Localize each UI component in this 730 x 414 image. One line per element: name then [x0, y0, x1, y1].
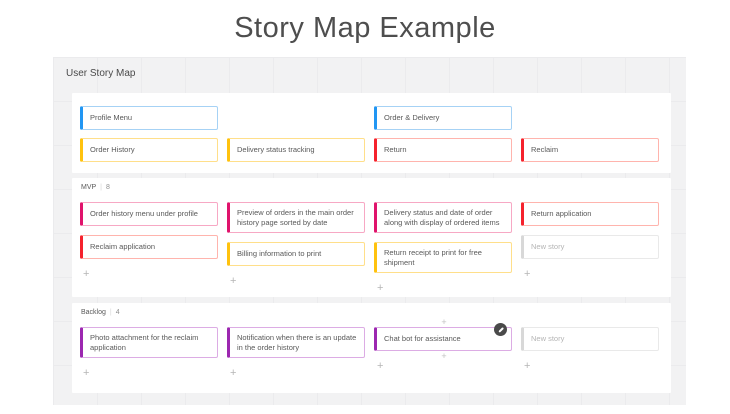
- add-story-button[interactable]: +: [83, 268, 90, 280]
- board-title: User Story Map: [66, 68, 136, 79]
- card-label: Profile Menu: [90, 113, 133, 123]
- release-card-count: 4: [115, 309, 120, 316]
- add-story-button[interactable]: +: [377, 360, 384, 372]
- card-label: Chat bot for assistance: [384, 334, 461, 344]
- step-card[interactable]: Delivery status tracking: [227, 138, 365, 162]
- card-label: Return receipt to print for free shipmen…: [384, 248, 482, 267]
- release-panel-backlog: Backlog | 4 Photo attachment for the rec…: [72, 303, 671, 393]
- release-name: MVP: [81, 184, 97, 191]
- card-label: Billing information to print: [237, 249, 322, 259]
- add-story-button[interactable]: +: [83, 367, 90, 379]
- card-label: Preview of orders in the main order hist…: [237, 208, 354, 227]
- activity-card[interactable]: Order & Delivery: [374, 106, 512, 130]
- label-separator: |: [109, 309, 112, 316]
- card-label: Delivery status and date of order along …: [384, 208, 500, 227]
- story-column: Chat bot for assistance + + +: [374, 318, 512, 372]
- add-story-button[interactable]: +: [524, 268, 531, 280]
- add-story-button[interactable]: +: [230, 275, 237, 287]
- card-label: Order & Delivery: [384, 113, 440, 123]
- release-label-backlog: Backlog | 4: [81, 309, 120, 316]
- card-label: Notification when there is an update in …: [237, 333, 357, 352]
- story-card[interactable]: Return application: [521, 202, 659, 226]
- step-card[interactable]: Order History: [80, 138, 218, 162]
- story-card[interactable]: Photo attachment for the reclaim applica…: [80, 327, 218, 358]
- story-column: Preview of orders in the main order hist…: [227, 202, 365, 287]
- add-story-button[interactable]: +: [230, 367, 237, 379]
- story-card[interactable]: Order history menu under profile: [80, 202, 218, 226]
- page-title: Story Map Example: [234, 12, 496, 44]
- insert-below-icon[interactable]: +: [441, 351, 447, 361]
- add-story-button[interactable]: +: [524, 360, 531, 372]
- activity-card[interactable]: Profile Menu: [80, 106, 218, 130]
- release-panel-mvp: MVP | 8 Order history menu under profile…: [72, 178, 671, 297]
- release-name: Backlog: [81, 309, 106, 316]
- step-card[interactable]: Return: [374, 138, 512, 162]
- card-label: Photo attachment for the reclaim applica…: [90, 333, 199, 352]
- card-label: Return application: [531, 209, 592, 219]
- story-card[interactable]: Billing information to print: [227, 242, 365, 266]
- new-story-card[interactable]: New story: [521, 327, 659, 351]
- story-column: Delivery status and date of order along …: [374, 202, 512, 294]
- story-column: New story +: [521, 327, 659, 372]
- story-card[interactable]: Return receipt to print for free shipmen…: [374, 242, 512, 273]
- story-map-workspace: User Story Map Profile Menu Order & Deliv…: [53, 57, 686, 405]
- card-label: Order history menu under profile: [90, 209, 198, 219]
- step-card[interactable]: Reclaim: [521, 138, 659, 162]
- card-label: Delivery status tracking: [237, 145, 315, 155]
- card-label: Reclaim application: [90, 242, 156, 252]
- story-column: Photo attachment for the reclaim applica…: [80, 327, 218, 379]
- story-card[interactable]: Chat bot for assistance + +: [374, 318, 512, 361]
- story-card[interactable]: Reclaim application: [80, 235, 218, 259]
- insert-above-icon[interactable]: +: [441, 317, 447, 327]
- card-label: Reclaim: [531, 145, 559, 155]
- story-card[interactable]: Preview of orders in the main order hist…: [227, 202, 365, 233]
- story-column: Notification when there is an update in …: [227, 327, 365, 379]
- edit-icon[interactable]: [494, 323, 507, 336]
- card-label: New story: [531, 334, 565, 344]
- release-label-mvp: MVP | 8: [81, 184, 110, 191]
- add-story-button[interactable]: +: [377, 282, 384, 294]
- label-separator: |: [100, 184, 102, 191]
- card-label: Return: [384, 145, 407, 155]
- card-label: New story: [531, 242, 565, 252]
- card-label: Order History: [90, 145, 135, 155]
- new-story-card[interactable]: New story: [521, 235, 659, 259]
- story-card[interactable]: Notification when there is an update in …: [227, 327, 365, 358]
- release-card-count: 8: [106, 184, 110, 191]
- story-card[interactable]: Delivery status and date of order along …: [374, 202, 512, 233]
